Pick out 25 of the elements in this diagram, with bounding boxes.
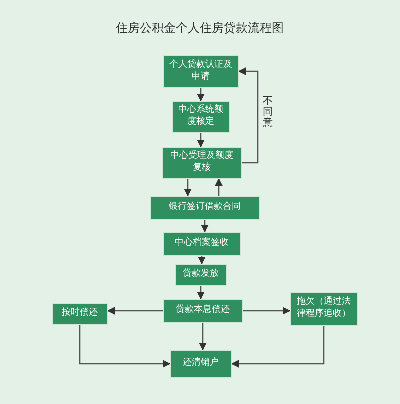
arrow: [79, 325, 171, 368]
arrow: [197, 88, 205, 102]
arrow: [107, 307, 163, 315]
arrow: [198, 256, 206, 265]
process-box: 个人贷款认证及申请: [163, 55, 239, 88]
process-box: 按时偿还: [52, 303, 108, 325]
process-box: 贷款本息偿还: [163, 299, 243, 323]
arrow: [197, 133, 205, 148]
process-box: 贷款发放: [175, 264, 227, 286]
edge-label: 不同意: [263, 96, 273, 129]
arrow: [215, 178, 223, 196]
arrow: [184, 179, 192, 197]
process-box: 中心系统额度核定: [172, 101, 230, 133]
arrow: [197, 286, 205, 300]
arrow: [201, 220, 209, 233]
process-box: 银行签订借款合同: [150, 196, 260, 220]
process-box: 拖欠（通过法律程序追收）: [290, 292, 358, 326]
process-box: 中心受理及额度复核: [162, 147, 242, 179]
arrow: [231, 326, 325, 368]
process-box: 还清销户: [170, 350, 232, 378]
process-box: 中心档案签收: [163, 232, 241, 256]
diagram-title: 住房公积金个人住房贷款流程图: [115, 20, 285, 37]
arrow: [238, 68, 259, 164]
arrow: [243, 307, 291, 315]
arrow: [199, 323, 207, 351]
